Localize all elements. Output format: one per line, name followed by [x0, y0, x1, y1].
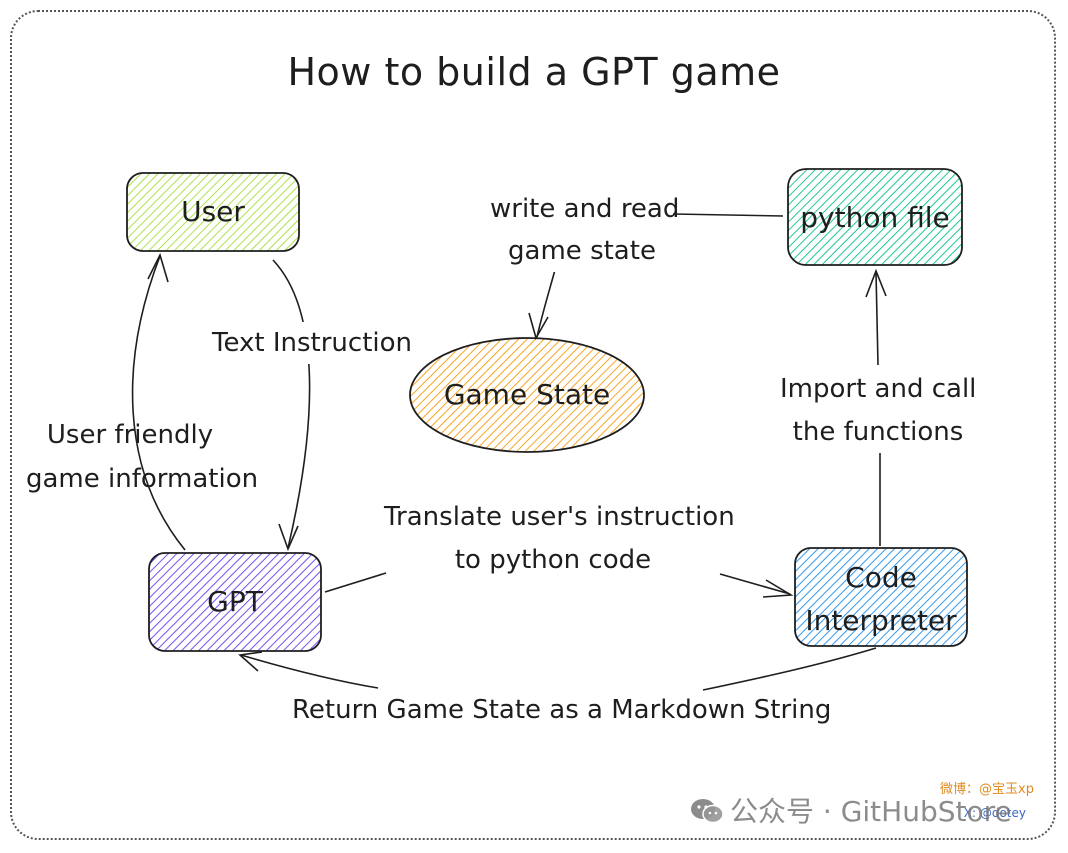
edge-translate-right [719, 573, 791, 595]
arrowhead-return [238, 651, 263, 672]
edge-label-return-state: Return Game State as a Markdown String [292, 695, 832, 725]
edge-return-right [702, 647, 877, 691]
edge-label-write-read-2: game state [497, 230, 667, 272]
watermark-wechat: 公众号 · GitHubStore [690, 790, 1012, 830]
user-node-label: User [181, 195, 245, 228]
gpt-node-label: GPT [207, 585, 263, 618]
edge-label-translate-1: Translate user's instruction [384, 496, 735, 538]
code-interpreter-label-line1: Code [845, 561, 917, 594]
edge-translate-left [324, 572, 387, 593]
edge-write-read-curve [536, 269, 556, 338]
edge-label-import-call-1: Import and call [780, 368, 976, 410]
game-state-node-label: Game State [443, 378, 611, 411]
edge-label-text-instruction: Text Instruction [212, 322, 412, 364]
edge-label-translate-2: to python code [440, 539, 666, 581]
diagram-frame [10, 10, 1056, 840]
edge-import-call-upper [875, 271, 879, 366]
arrowhead-user-friendly [147, 252, 169, 283]
edge-label-import-call-2: the functions [790, 411, 966, 453]
watermark-x-handle: X: @dotey [963, 806, 1026, 820]
user-node-shape [126, 172, 300, 252]
code-interpreter-node-shape [794, 547, 968, 647]
wechat-icon [691, 799, 724, 824]
edge-write-read-line [672, 213, 784, 217]
gpt-node-shape [148, 552, 322, 652]
diagram-title: How to build a GPT game [287, 50, 781, 94]
game-state-node-shape [409, 337, 645, 453]
python-file-node-label: python file [800, 201, 950, 234]
code-interpreter-label-line2: Interpreter [805, 604, 957, 637]
arrowhead-text-instruction [278, 523, 299, 552]
arrowhead-translate [762, 579, 794, 598]
edge-user-friendly [131, 255, 186, 551]
watermark-weibo: 微博：@宝玉xp [940, 782, 1034, 797]
arrowhead-write-read [528, 312, 549, 341]
edge-return-left [240, 654, 379, 689]
arrowhead-import-call [865, 268, 887, 298]
edge-label-user-friendly-2: game information [26, 464, 259, 494]
python-file-node-shape [787, 168, 963, 266]
edge-label-user-friendly-1: User friendly [46, 420, 214, 450]
edge-label-write-read-1: write and read [490, 188, 679, 230]
watermark-wechat-text: 公众号 · GitHubStore [730, 795, 1012, 828]
edge-text-instruction [272, 259, 311, 549]
